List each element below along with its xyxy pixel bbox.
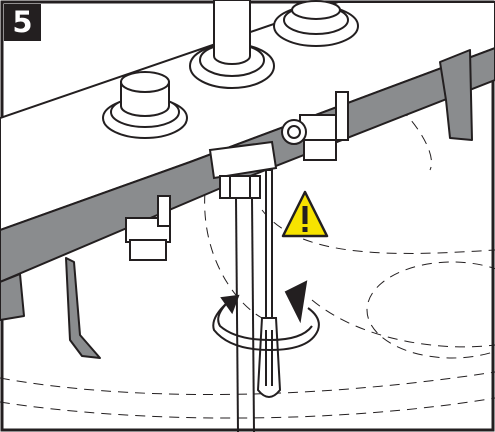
left-valve-knob (102, 71, 188, 139)
rotate-clockwise-arrow-icon (212, 280, 320, 352)
right-valve-body (281, 91, 349, 161)
screwdriver (256, 169, 282, 398)
warning-triangle-icon (281, 190, 329, 238)
right-valve-knob (273, 0, 359, 47)
left-valve-body (125, 195, 171, 261)
mounting-nut-and-shank (208, 140, 278, 432)
step-number-badge: 5 (4, 4, 41, 41)
faucet-spout-base (189, 0, 275, 89)
